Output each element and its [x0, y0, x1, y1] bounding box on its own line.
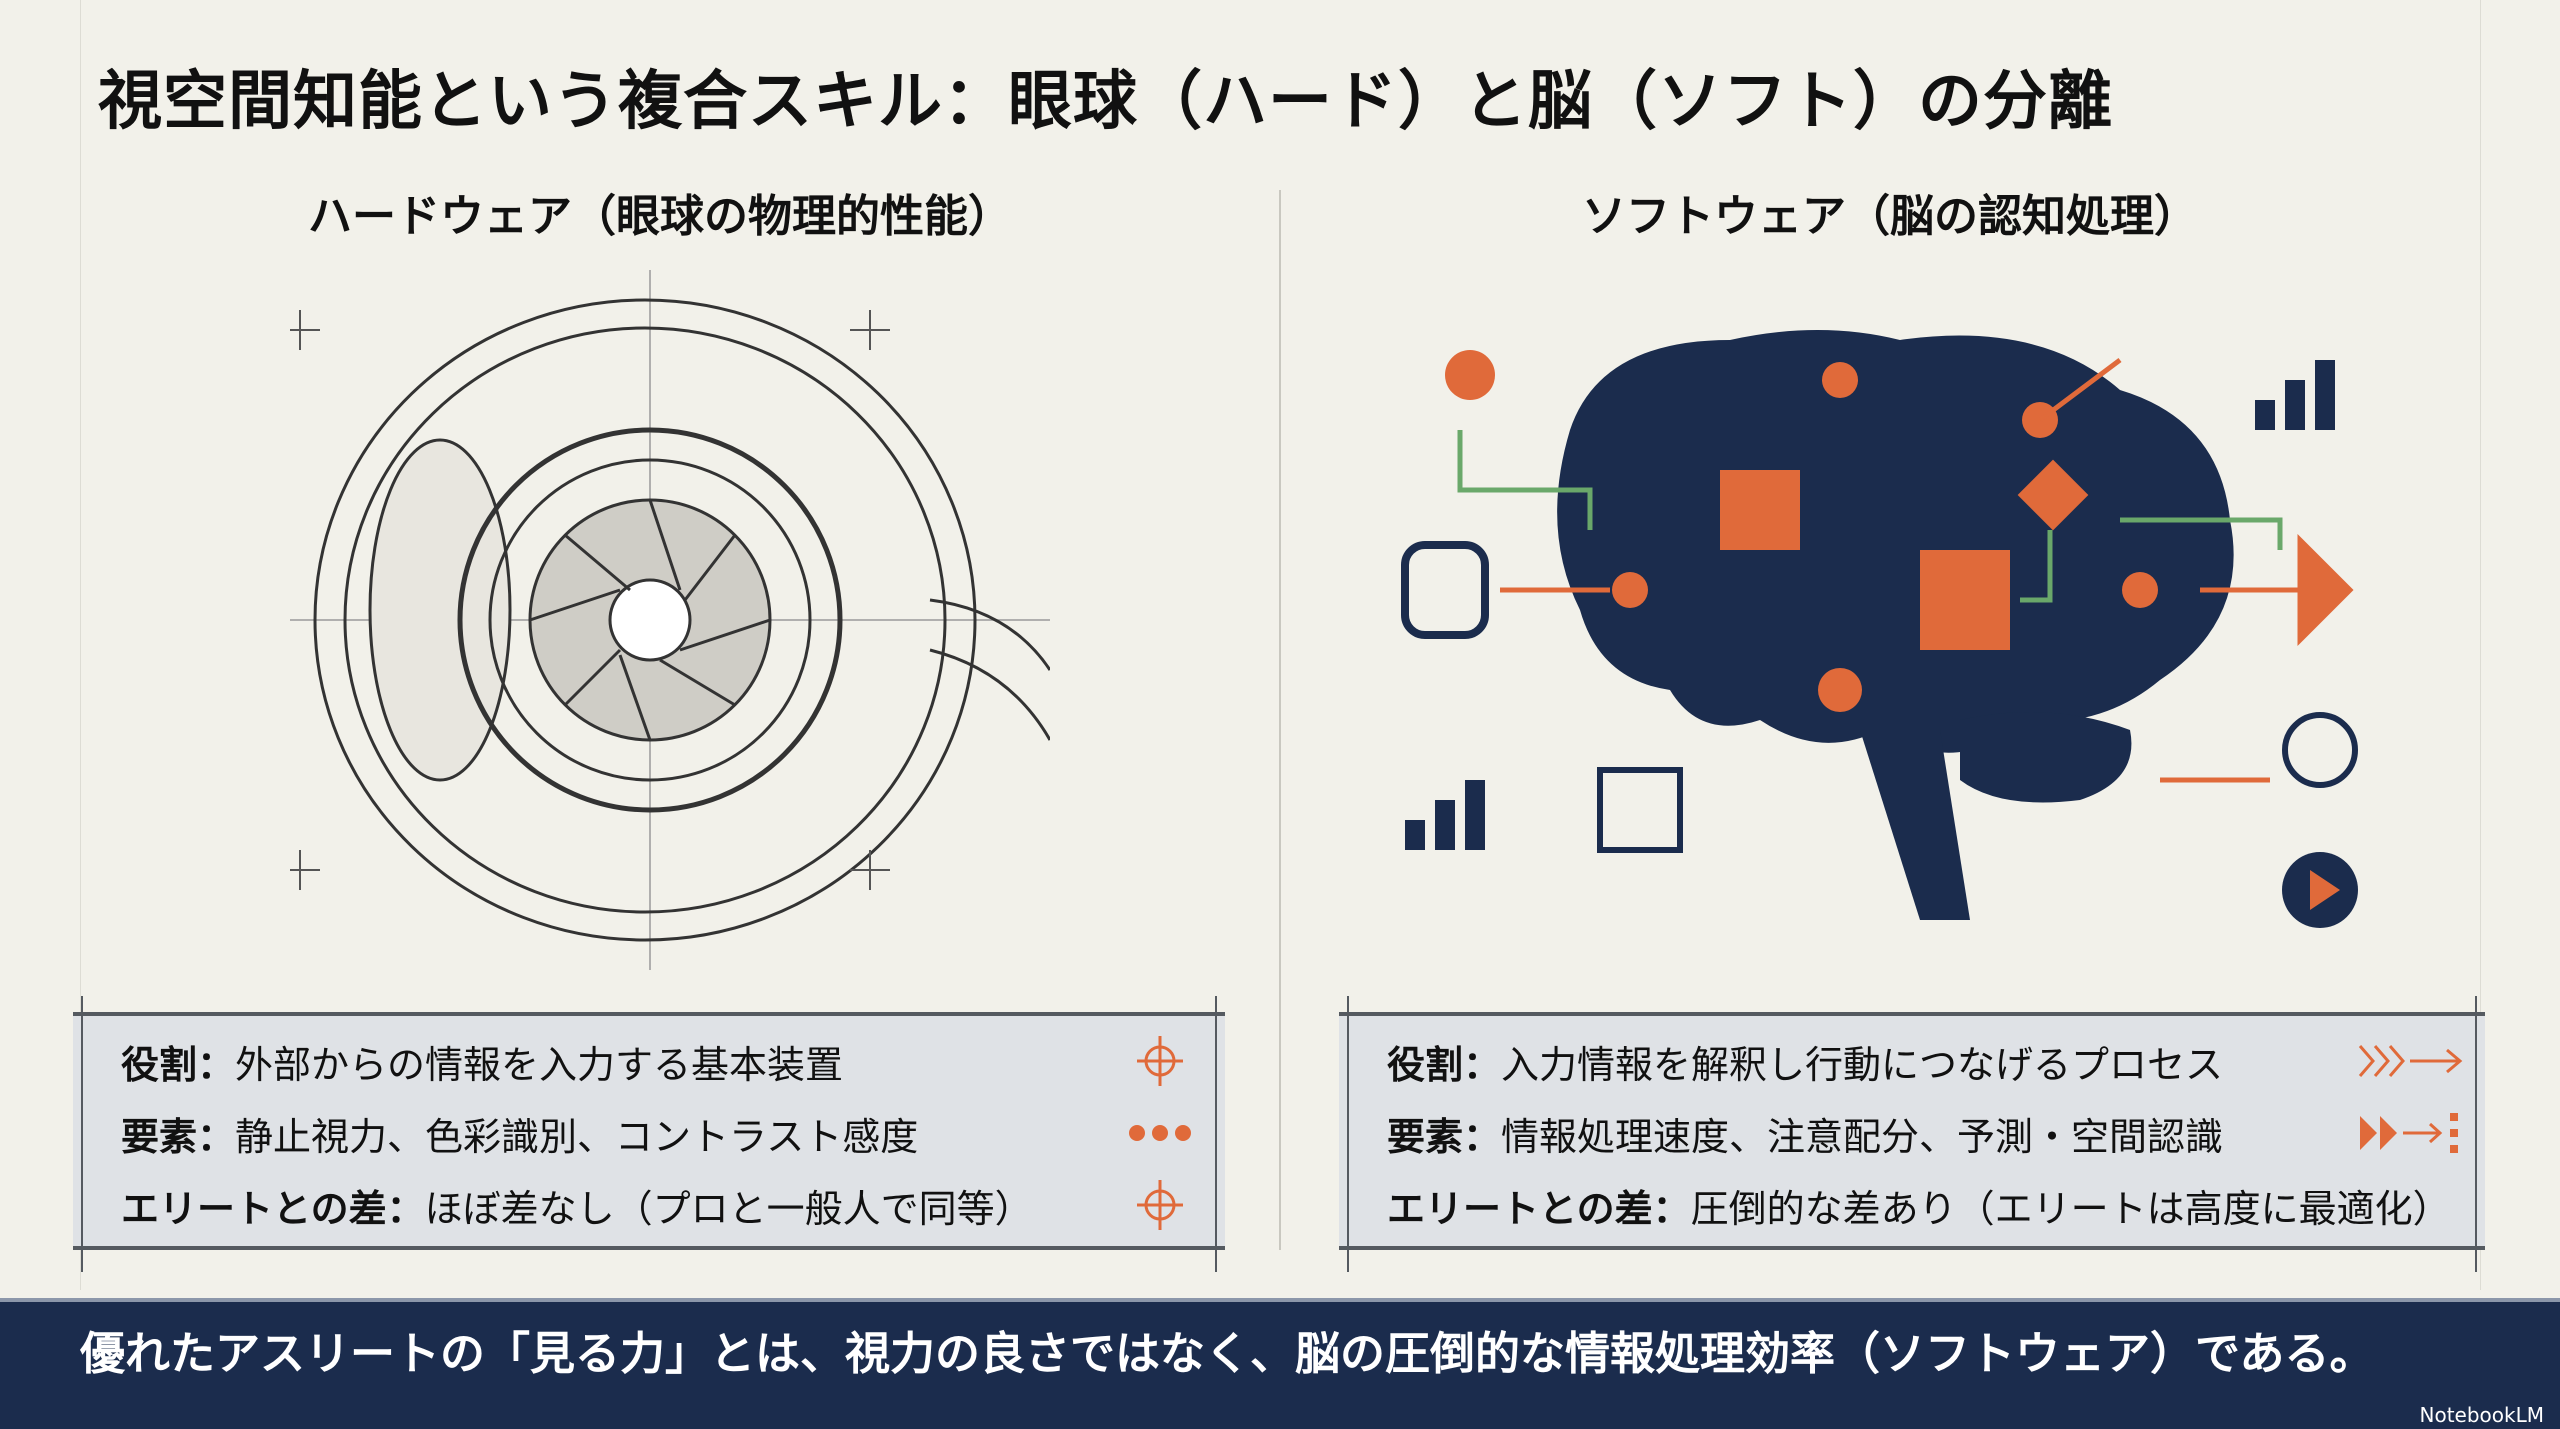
brain-shape [1557, 330, 2234, 753]
chart-icon [2255, 360, 2335, 430]
software-row-elements: 要素：情報処理速度、注意配分、予測・空間認識 [1387, 1115, 2224, 1159]
software-row-elite-diff: エリートとの差：圧倒的な差あり（エリートは高度に最適化） [1387, 1187, 2451, 1231]
list-icon [1920, 550, 2010, 650]
hardware-row-role: 役割：外部からの情報を入力する基本装置 [121, 1043, 844, 1087]
hardware-info-box: 役割：外部からの情報を入力する基本装置 要素：静止視力、色彩識別、コントラスト感… [73, 996, 1225, 1272]
chevron-arrow-icon [2358, 1045, 2463, 1077]
document-icon [1720, 470, 1800, 550]
software-heading: ソフトウェア（脳の認知処理） [1582, 191, 2198, 242]
hardware-row-elements: 要素：静止視力、色彩識別、コントラスト感度 [121, 1115, 919, 1159]
crosshair-icon [1137, 1180, 1183, 1230]
database-icon [1401, 541, 1489, 639]
conclusion-text: 優れたアスリートの「見る力」とは、視力の良さではなく、脳の圧倒的な情報処理効率（… [80, 1327, 2375, 1380]
software-info-box: 役割：入力情報を解釈し行動につなげるプロセス 要素：情報処理速度、注意配分、予測… [1339, 996, 2485, 1272]
crosshair-icon [1137, 1036, 1183, 1086]
brain-illustration [1401, 330, 2358, 928]
share-icon [1597, 767, 1683, 853]
cerebellum-shape [1960, 712, 2132, 803]
brainstem-shape [1860, 730, 1970, 920]
eye-illustration [290, 270, 1050, 970]
software-row-role: 役割：入力情報を解釈し行動につなげるプロセス [1387, 1043, 2224, 1087]
grid-line [80, 0, 81, 1290]
hardware-heading: ハードウェア（眼球の物理的性能） [308, 191, 1012, 242]
grid-line [2480, 0, 2481, 1290]
page-title: 視空間知能という複合スキル：眼球（ハード）と脳（ソフト）の分離 [98, 65, 2113, 139]
hardware-row-elite-diff: エリートとの差：ほぼ差なし（プロと一般人で同等） [121, 1187, 1033, 1231]
bar-chart-icon [1405, 780, 1485, 850]
column-divider [1279, 190, 1281, 1250]
brand-label: NotebookLM [2419, 1403, 2545, 1427]
conclusion-banner: 優れたアスリートの「見る力」とは、視力の良さではなく、脳の圧倒的な情報処理効率（… [0, 1298, 2560, 1429]
dots-icon [1129, 1125, 1191, 1141]
play-arrow-icon [2360, 1113, 2458, 1153]
cancel-icon [2282, 712, 2358, 788]
